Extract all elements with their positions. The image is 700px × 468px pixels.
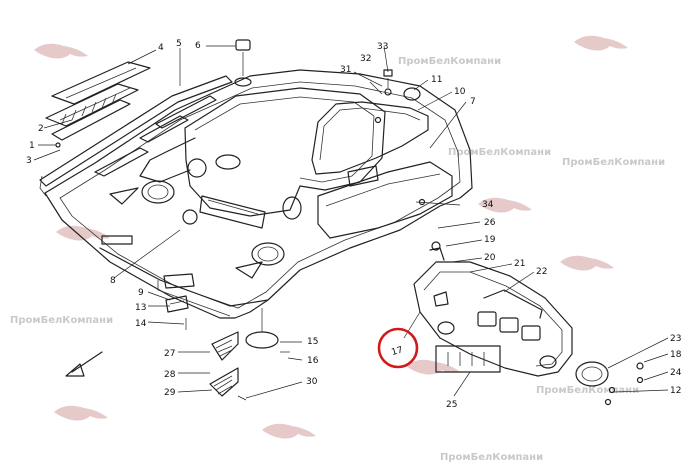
direction-arrow [65,351,103,377]
part-label-1: 1 [29,141,35,151]
part-labels: 4 5 6 2 1 3 8 9 13 14 15 16 27 28 29 30 … [26,39,682,410]
light-parts-15-16 [245,308,290,353]
part-label-18: 18 [670,350,682,360]
grille-parts-27-29 [209,331,247,401]
vent-grille-parts [45,61,151,141]
part-label-7: 7 [470,97,476,107]
watermark-text-1: ПромБелКомпани [398,56,501,67]
watermark-logo-2 [574,35,628,51]
highlight-circle [377,327,419,369]
part-label-21: 21 [514,259,525,269]
part-label-22: 22 [536,267,547,277]
watermark-logos [34,35,628,439]
headliner-panel [39,69,473,319]
part-label-15: 15 [307,337,318,347]
watermark-logo-3 [478,197,532,213]
part-label-32: 32 [360,54,371,64]
watermark-logo-8 [262,423,316,439]
watermark-texts: ПромБелКомпани ПромБелКомпани ПромБелКом… [10,56,665,463]
part-label-28: 28 [164,370,176,380]
part-label-27: 27 [164,349,175,359]
part-label-34: 34 [482,200,494,210]
watermark-logo-4 [56,225,110,241]
part-label-11: 11 [431,75,442,85]
part-label-26: 26 [484,218,496,228]
part-label-19: 19 [484,235,496,245]
part-label-13: 13 [135,303,146,313]
part-label-31: 31 [340,65,351,75]
watermark-logo-5 [560,255,614,271]
overhead-console [413,247,573,377]
part-label-30: 30 [306,377,318,387]
bracket-parts-13-14 [165,295,189,330]
part-label-25: 25 [446,400,457,410]
watermark-text-5: ПромБелКомпани [536,385,639,396]
speaker-part-23 [575,361,609,387]
part-label-10: 10 [454,87,466,97]
leader-lines [33,45,669,399]
part-label-5: 5 [176,39,182,49]
watermark-logo-1 [34,43,88,59]
watermark-text-3: ПромБелКомпани [562,157,665,168]
part-label-8: 8 [110,276,116,286]
cap-part-6 [234,39,252,87]
watermark-text-2: ПромБелКомпани [448,147,551,158]
part-label-23: 23 [670,334,681,344]
part-label-12: 12 [670,386,681,396]
part-label-9: 9 [138,288,144,298]
part-label-29: 29 [164,388,176,398]
part-label-4: 4 [158,43,164,53]
part-label-20: 20 [484,253,496,263]
watermark-text-6: ПромБелКомпани [440,452,543,463]
part-label-3: 3 [26,156,32,166]
part-label-24: 24 [670,368,682,378]
watermark-logo-7 [54,405,108,421]
highlighted-callout: 17 [377,311,421,369]
watermark-logo-6 [406,359,460,375]
part-label-33: 33 [377,42,388,52]
part-label-17: 17 [390,345,404,358]
part-label-16: 16 [307,356,319,366]
part-label-2: 2 [38,124,44,134]
part-label-6: 6 [195,41,201,51]
screw-parts [55,116,644,406]
clip-parts-31-33 [369,69,421,101]
watermark-text-4: ПромБелКомпани [10,315,113,326]
part-label-14: 14 [135,319,147,329]
